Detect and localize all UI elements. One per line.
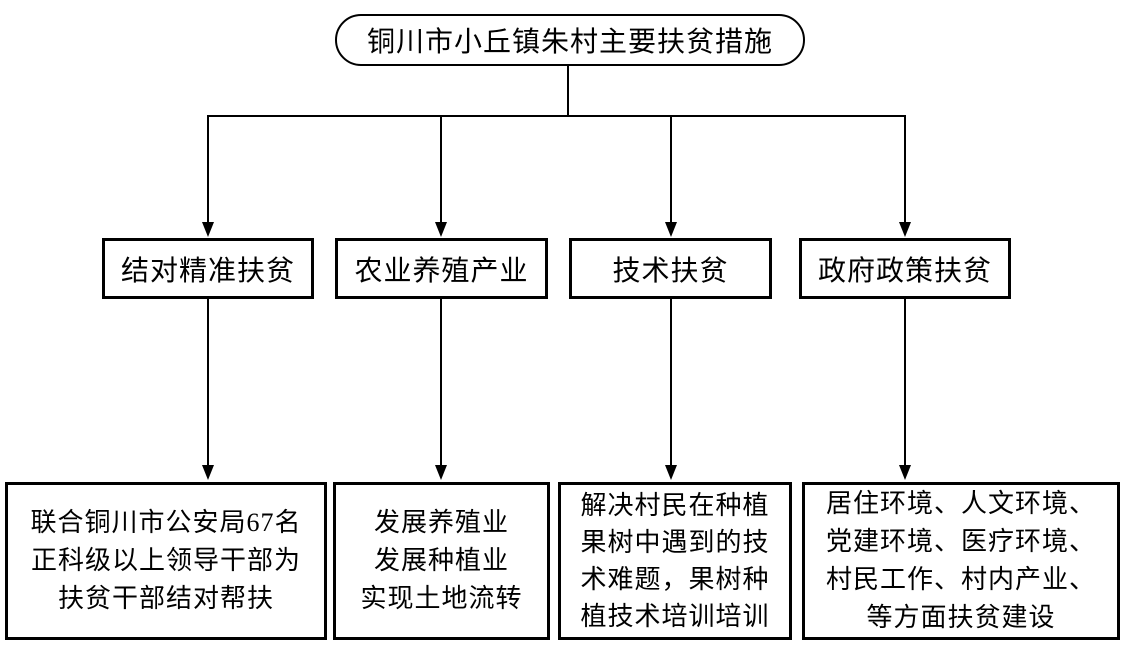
arrowhead-down-icon	[202, 222, 214, 237]
detail-box-jiedui: 联合铜川市公安局67名 正科级以上领导干部为 扶贫干部结对帮扶	[5, 482, 327, 640]
arrowhead-down-icon	[899, 222, 911, 237]
category-box-jieduijingzhunfupin: 结对精准扶贫	[102, 238, 314, 299]
arrow-to-category-3	[665, 116, 677, 237]
arrowhead-down-icon	[899, 465, 911, 480]
arrowhead-down-icon	[202, 465, 214, 480]
arrow-to-category-1	[202, 116, 214, 237]
arrow-to-category-4	[899, 116, 911, 237]
arrow-to-detail-1	[202, 299, 214, 480]
category-box-zhengfuzhengcefupin: 政府政策扶贫	[799, 238, 1011, 299]
category-box-jishufupin: 技术扶贫	[569, 238, 772, 299]
arrow-to-detail-3	[665, 299, 677, 480]
arrowhead-down-icon	[665, 222, 677, 237]
detail-box-zhengce: 居住环境、人文环境、 党建环境、医疗环境、 村民工作、村内产业、 等方面扶贫建设	[802, 482, 1120, 640]
arrow-to-category-2	[435, 116, 447, 237]
arrowhead-down-icon	[665, 465, 677, 480]
detail-box-nongye: 发展养殖业 发展种植业 实现土地流转	[333, 482, 550, 640]
arrow-to-detail-4	[899, 299, 911, 480]
arrowhead-down-icon	[435, 222, 447, 237]
detail-box-jishu: 解决村民在种植 果树中遇到的技 术难题，果树种 植技术培训培训	[558, 482, 792, 640]
arrowhead-down-icon	[435, 465, 447, 480]
arrow-to-detail-2	[435, 299, 447, 480]
root-node: 铜川市小丘镇朱村主要扶贫措施	[335, 14, 805, 66]
category-box-nongyeyangzhichanye: 农业养殖产业	[335, 238, 548, 299]
